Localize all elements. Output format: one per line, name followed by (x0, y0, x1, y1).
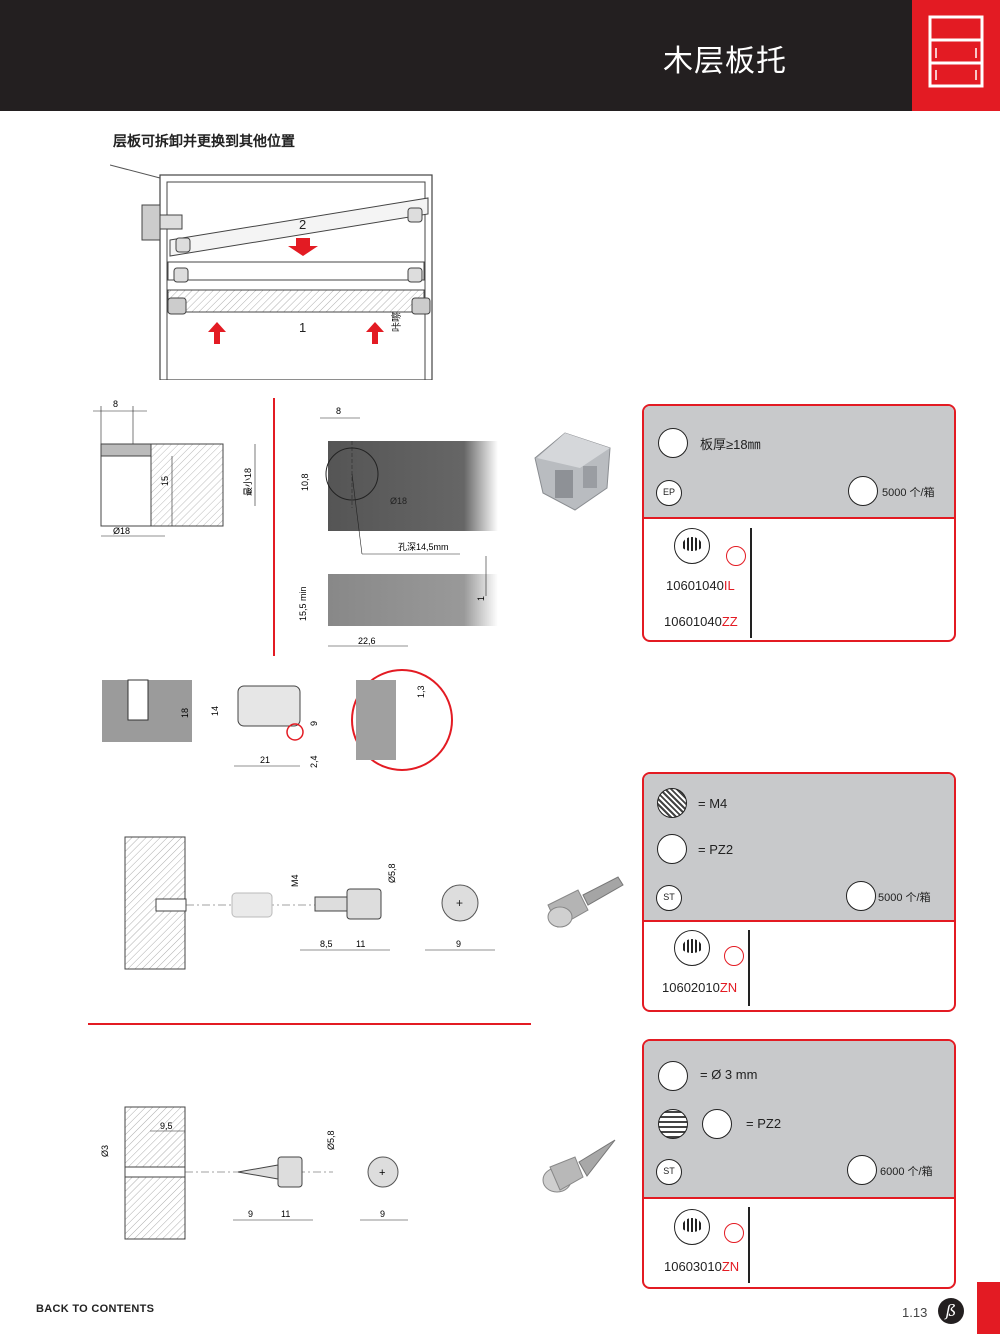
dim-1: 1 (476, 596, 486, 601)
article-code-1: 10601040IL (666, 578, 735, 593)
product-image-shelf-support (534, 432, 611, 511)
thread-text: = M4 (698, 796, 728, 811)
page-edge-tab (977, 1282, 1000, 1334)
drive-text-2: = PZ2 (746, 1116, 782, 1131)
card-divider-2 (748, 930, 750, 1006)
drill-icon (658, 1061, 688, 1091)
dim-c-2-4: 2,4 (309, 755, 319, 768)
drive-text: = PZ2 (698, 842, 734, 857)
dim-e-9: 9 (248, 1209, 253, 1219)
product-card-1: 板厚≥18㎜ EP 5000 个/箱 10601040IL 10601040ZZ (642, 404, 956, 642)
click-label: 咔嚓 (390, 312, 403, 332)
dimension-drawing-d: M4 Ø5,8 8,5 11 + 9 (124, 836, 495, 970)
shelf-category-icon (912, 0, 1000, 111)
shelf-assembly-diagram: 2 1 咔嚓 (110, 164, 433, 380)
dim-e-9-5: 9,5 (160, 1121, 173, 1131)
dim-e-5-8: Ø5,8 (326, 1130, 336, 1150)
dimension-drawing-c: 18 14 9 21 2,4 1,3 (102, 669, 453, 771)
dim-min18: 最小18 (243, 468, 253, 496)
dim-8b: 8 (336, 406, 341, 416)
svg-text:+: + (379, 1167, 385, 1179)
page-number: 1.13 (902, 1305, 928, 1320)
dim-c-14: 14 (210, 706, 220, 716)
dim-e-9b: 9 (380, 1209, 385, 1219)
dim-15: 15 (160, 476, 170, 486)
dim-e-3: Ø3 (100, 1145, 110, 1157)
wood-screw-icon (658, 1109, 688, 1139)
barcode-icon-3 (674, 1209, 710, 1245)
board-thickness-icon (658, 428, 688, 458)
dim-c-18: 18 (180, 708, 190, 718)
back-to-contents-link[interactable]: BACK TO CONTENTS (36, 1303, 155, 1315)
svg-text:+: + (456, 896, 463, 910)
dim-c-9: 9 (309, 721, 319, 726)
dim-dia18: Ø18 (113, 526, 130, 536)
pozidriv-icon (657, 834, 687, 864)
rotation-icon (726, 546, 746, 566)
section-divider-horizontal (88, 1023, 531, 1025)
dimension-drawing-b: 8 10,8 Ø18 孔深14,5mm 15,5 min 1 22,6 (298, 406, 498, 647)
rotation-icon-3 (724, 1223, 744, 1243)
barcode-icon-2 (674, 930, 710, 966)
box-icon (848, 476, 878, 506)
section-subtitle: 层板可拆卸并更换到其他位置 (113, 134, 295, 150)
article-code-2: 10601040ZZ (664, 614, 738, 629)
dim-c-21: 21 (260, 755, 270, 765)
pozidriv-icon-2 (702, 1109, 732, 1139)
pack-quantity-3: 6000 个/箱 (880, 1166, 933, 1178)
pack-quantity: 5000 个/箱 (882, 487, 935, 499)
dim-d-5-8: Ø5,8 (387, 863, 397, 883)
dim-m4: M4 (290, 874, 300, 887)
section-divider-vertical (273, 398, 275, 656)
dim-e-11: 11 (281, 1209, 290, 1219)
dim-d-8-5: 8,5 (320, 939, 333, 949)
product-image-screw-m4 (547, 876, 624, 928)
article-code-3: 10602010ZN (662, 980, 738, 995)
box-icon-3 (847, 1155, 877, 1185)
dim-d-11: 11 (356, 939, 365, 949)
card-divider (750, 528, 752, 638)
dim-15-5: 15,5 min (298, 586, 308, 621)
article-code-4: 10603010ZN (664, 1259, 740, 1274)
dimension-drawing-e: 9,5 Ø3 Ø5,8 9 11 + 9 (100, 1106, 408, 1240)
finish-badge-3: ST (656, 1159, 682, 1185)
step-1-label: 1 (299, 320, 306, 335)
drill-text: = Ø 3 mm (700, 1067, 758, 1082)
page-title: 木层板托 (663, 44, 787, 79)
brand-logo: ß (938, 1298, 964, 1324)
box-icon-2 (846, 881, 876, 911)
dim-22-6: 22,6 (358, 636, 376, 646)
dim-c-1-3: 1,3 (416, 685, 426, 698)
dim-hole-depth: 孔深14,5mm (398, 542, 449, 552)
board-thickness-text: 板厚≥18㎜ (700, 437, 761, 452)
thread-icon (657, 788, 687, 818)
rotation-icon-2 (724, 946, 744, 966)
dim-d-9: 9 (456, 939, 461, 949)
pack-quantity-2: 5000 个/箱 (878, 892, 931, 904)
finish-badge-2: ST (656, 885, 682, 911)
dim-10-8: 10,8 (300, 473, 310, 491)
step-2-label: 2 (299, 217, 306, 232)
product-image-wood-screw (542, 1139, 616, 1193)
page-header: 木层板托 (0, 0, 912, 111)
card-divider-3 (748, 1207, 750, 1283)
product-card-2: = M4 = PZ2 ST 5000 个/箱 10602010ZN (642, 772, 956, 1012)
dim-dia18b: Ø18 (390, 496, 407, 506)
product-card-3: = Ø 3 mm = PZ2 ST 6000 个/箱 10603010ZN (642, 1039, 956, 1289)
finish-badge: EP (656, 480, 682, 506)
dimension-drawing-a: 8 15 最小18 Ø18 (93, 399, 256, 537)
barcode-icon (674, 528, 710, 564)
dim-8: 8 (113, 399, 118, 409)
